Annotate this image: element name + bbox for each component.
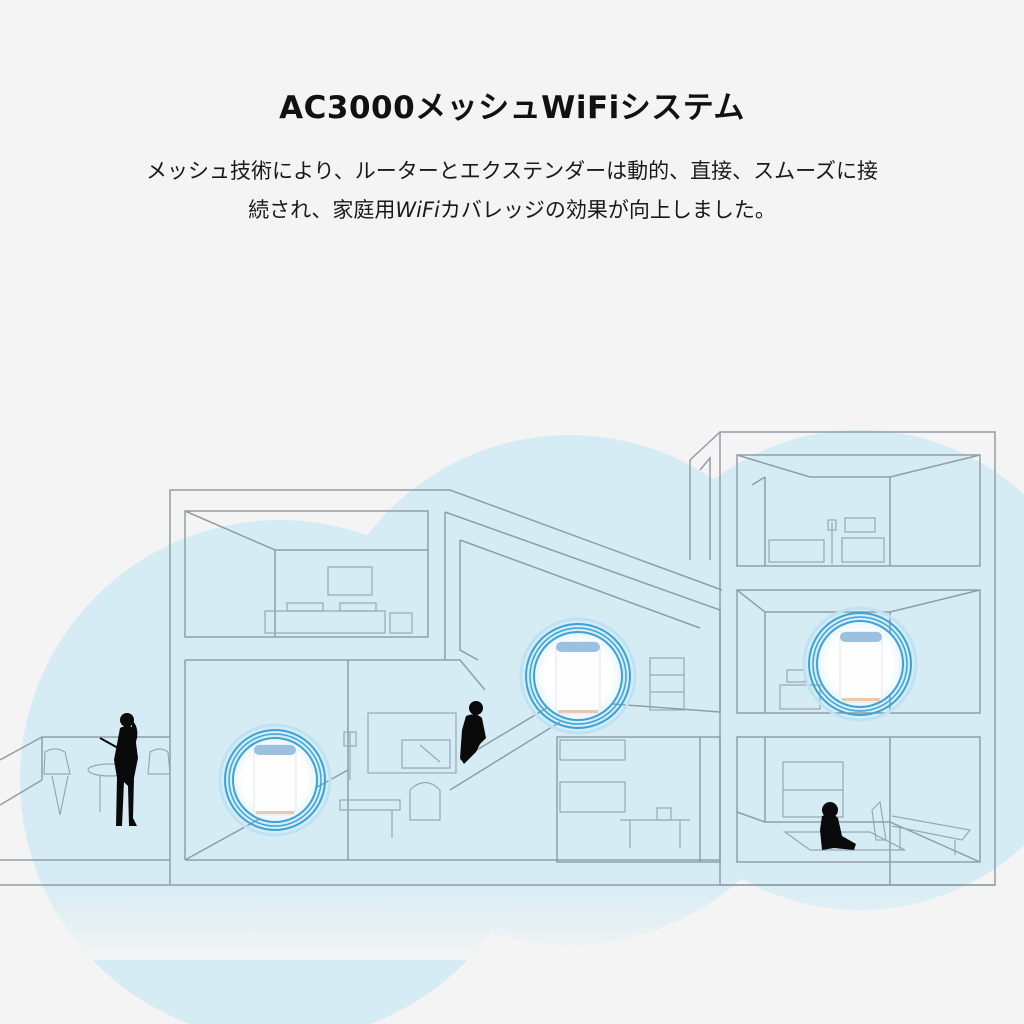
mesh-router-center xyxy=(519,617,637,735)
person-man-with-phone-silhouette xyxy=(460,701,486,764)
description-line-1: メッシュ技術により、ルーターとエクステンダーは動的、直接、スムーズに接 xyxy=(145,159,879,183)
wifi-italic: WiFi xyxy=(395,198,440,222)
mesh-wifi-house-illustration xyxy=(0,430,1024,1024)
mesh-router-left xyxy=(218,723,332,837)
house-outline xyxy=(0,431,996,886)
person-woman-with-tablet-silhouette xyxy=(99,713,138,826)
mesh-router-right xyxy=(802,606,918,722)
page-title: AC3000メッシュWiFiシステム xyxy=(279,90,745,126)
description: メッシュ技術により、ルーターとエクステンダーは動的、直接、スムーズに接 続され、… xyxy=(40,152,984,230)
description-line-2: 続され、家庭用WiFiカバレッジの効果が向上しました。 xyxy=(248,198,776,222)
child-sitting-silhouette xyxy=(820,802,856,850)
